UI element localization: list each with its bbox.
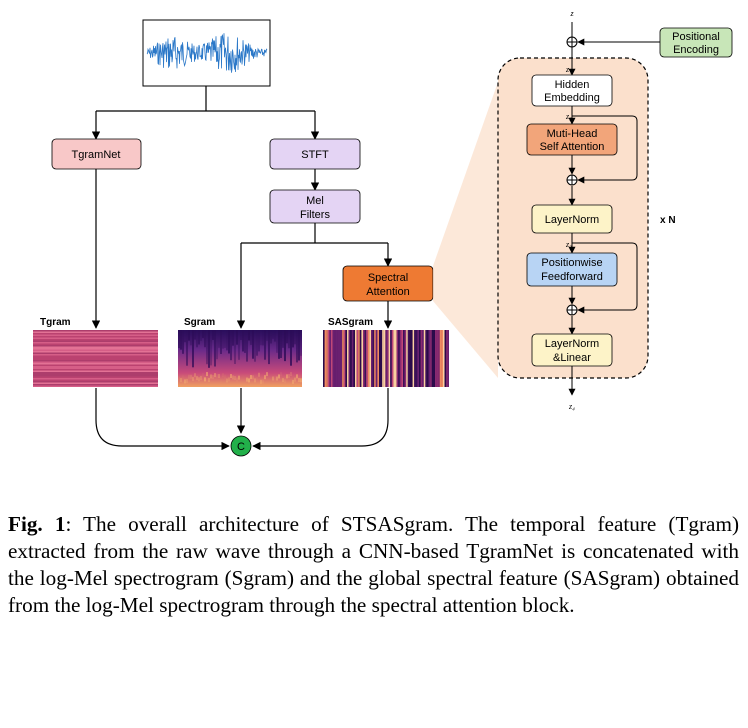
repeat-n-label: x N xyxy=(660,215,676,226)
hidden-label-1: Hidden xyxy=(555,79,590,91)
tgram-label: Tgram xyxy=(40,317,71,328)
z3-label: z₃ xyxy=(565,240,572,249)
add-node-1 xyxy=(566,36,578,48)
raw-waveform xyxy=(146,33,268,73)
add-node-2 xyxy=(566,174,578,186)
sasgram-label: SASgram xyxy=(328,317,373,328)
multi-head-attention-node: Muti-Head Self Attention xyxy=(526,123,618,156)
feedforward-node: Positionwise Feedforward xyxy=(526,252,618,287)
mel-filters-label-2: Filters xyxy=(300,209,330,221)
sgram-image xyxy=(178,330,302,387)
caption-text: : The overall architecture of STSASgram.… xyxy=(8,512,739,617)
figure-label: Fig. 1 xyxy=(8,512,66,536)
stft-label: STFT xyxy=(301,149,329,161)
sgram-label: Sgram xyxy=(184,317,215,328)
hidden-embedding-node: Hidden Embedding xyxy=(531,74,613,107)
tgramnet-label: TgramNet xyxy=(72,149,121,161)
z2-label: z₂ xyxy=(565,112,572,121)
concat-node: C xyxy=(230,435,252,457)
positional-label-1: Positional xyxy=(672,31,720,43)
final-label-1: LayerNorm xyxy=(545,338,599,350)
tgramnet-node: TgramNet xyxy=(51,138,142,170)
connector-lines xyxy=(91,86,393,451)
layernorm-node: LayerNorm xyxy=(531,204,613,234)
mha-label-2: Self Attention xyxy=(540,141,605,153)
mha-label-1: Muti-Head xyxy=(547,128,598,140)
layernorm-linear-node: LayerNorm &Linear xyxy=(531,333,613,367)
spectral-attention-label-2: Attention xyxy=(366,286,409,298)
mel-filters-node: Mel Filters xyxy=(269,189,361,224)
positional-label-2: Encoding xyxy=(673,44,719,56)
tgram-image xyxy=(33,330,158,387)
concat-label: C xyxy=(237,441,245,453)
ffn-label-1: Positionwise xyxy=(541,257,602,269)
mel-filters-label-1: Mel xyxy=(306,195,324,207)
final-label-2: &Linear xyxy=(553,352,591,364)
output-z4-label: z₄ xyxy=(568,402,575,411)
layernorm-label: LayerNorm xyxy=(545,214,599,226)
transformer-lines xyxy=(568,22,660,396)
architecture-diagram: TgramNet STFT Mel Filters Spectral Atten… xyxy=(33,9,733,457)
input-z-label: z xyxy=(569,9,574,18)
sasgram-image xyxy=(323,330,449,387)
add-node-3 xyxy=(566,304,578,316)
spectral-attention-label-1: Spectral xyxy=(368,272,408,284)
positional-encoding-node: Positional Encoding xyxy=(659,27,733,58)
ffn-label-2: Feedforward xyxy=(541,271,603,283)
spectral-attention-node: Spectral Attention xyxy=(342,265,434,302)
figure-caption: Fig. 1: The overall architecture of STSA… xyxy=(8,511,739,619)
hidden-label-2: Embedding xyxy=(544,92,600,104)
z1-label: z₁ xyxy=(565,65,572,74)
zoom-wedge xyxy=(433,82,498,378)
stft-node: STFT xyxy=(269,138,361,170)
